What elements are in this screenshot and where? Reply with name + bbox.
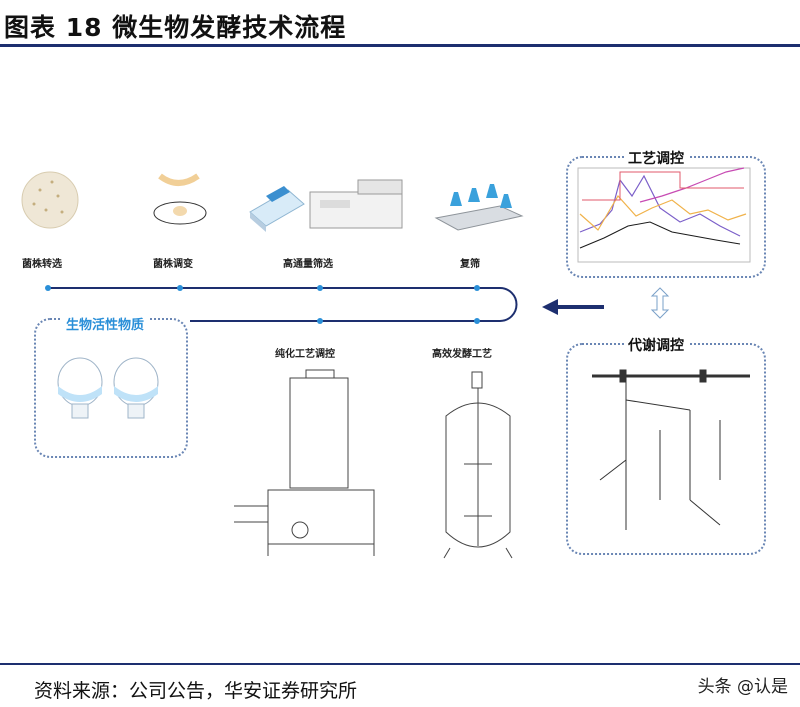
purification-equipment-drawing bbox=[234, 369, 375, 556]
label-fermentation: 高效发酵工艺 bbox=[432, 349, 492, 360]
metabolic-pathway-diagram bbox=[592, 369, 750, 530]
label-purification: 纯化工艺调控 bbox=[275, 349, 335, 360]
label-rescreen: 复筛 bbox=[460, 259, 480, 270]
bottom-rule bbox=[0, 663, 800, 665]
label-strain-screening: 菌株转选 bbox=[22, 259, 62, 270]
up-down-arrow-icon bbox=[650, 287, 670, 319]
bioactive-title: 生物活性物质 bbox=[62, 314, 149, 333]
watermark: 头条 @认是 bbox=[697, 677, 788, 697]
screening-machine-icon bbox=[309, 179, 403, 229]
metabolic-control-panel bbox=[566, 343, 766, 555]
process-control-chart bbox=[577, 167, 751, 263]
shaker-flasks-icon bbox=[434, 184, 524, 231]
source-note: 资料来源：公司公告，华安证券研究所 bbox=[34, 680, 358, 702]
process-control-title: 工艺调控 bbox=[624, 148, 688, 168]
metabolic-control-title: 代谢调控 bbox=[624, 335, 688, 355]
bioactive-flasks-icon bbox=[57, 357, 159, 419]
left-arrow-icon bbox=[542, 299, 604, 315]
culture-dish-icon bbox=[153, 173, 207, 225]
fermentation-tank-drawing bbox=[443, 371, 513, 559]
microplate-icon bbox=[249, 186, 305, 232]
petri-dish-icon bbox=[21, 171, 79, 229]
process-flow-line bbox=[45, 285, 518, 324]
top-rule bbox=[0, 44, 800, 47]
label-high-throughput: 高通量筛选 bbox=[283, 259, 333, 270]
label-strain-tuning: 菌株调变 bbox=[153, 259, 193, 270]
figure-title: 图表 18 微生物发酵技术流程 bbox=[4, 13, 347, 42]
